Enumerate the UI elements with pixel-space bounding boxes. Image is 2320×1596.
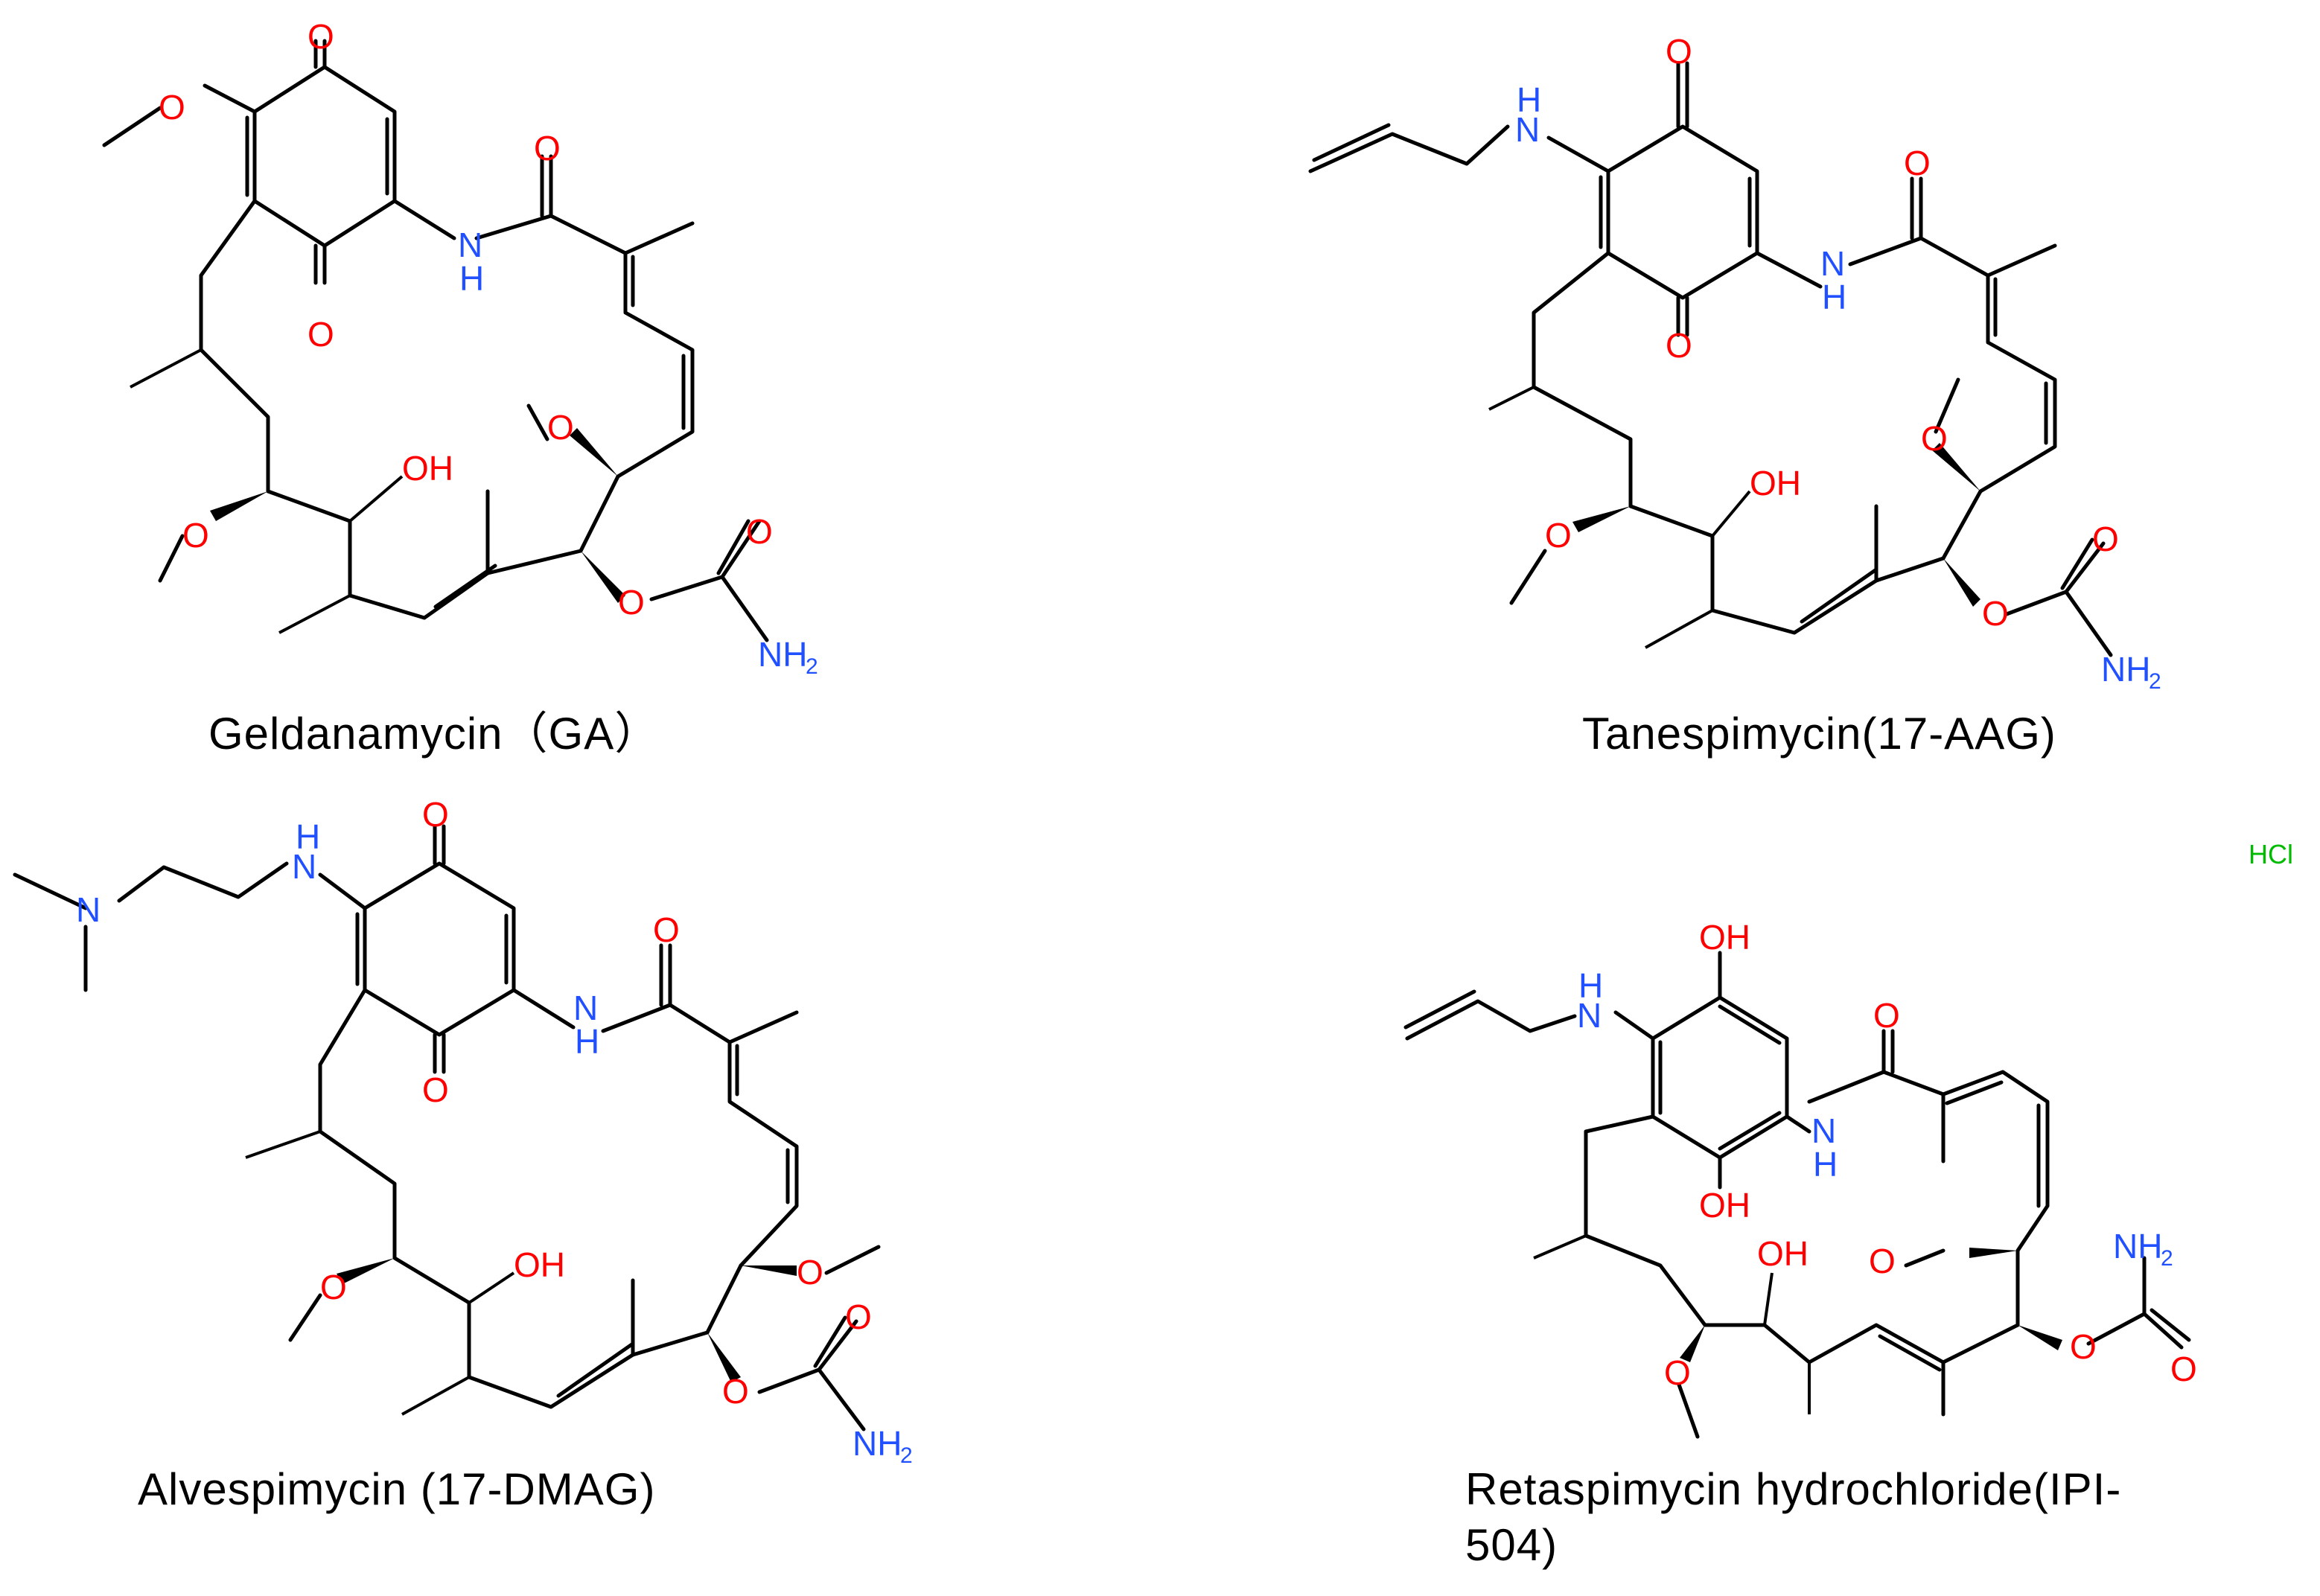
atom-label: N bbox=[458, 226, 482, 264]
atom-label: OH bbox=[1699, 918, 1750, 957]
atom-label: NH bbox=[853, 1424, 902, 1463]
atom-label: OH bbox=[514, 1245, 565, 1284]
atom-label: H bbox=[1822, 278, 1846, 316]
geldanamycin-structure: O O O O O O OH O O N H NH 2 bbox=[102, 17, 818, 679]
atom-label: H bbox=[575, 1022, 599, 1061]
atom-label: O bbox=[2092, 520, 2119, 558]
atom-label: O bbox=[1982, 594, 2009, 633]
atom-label: O bbox=[1921, 419, 1948, 458]
atom-label: O bbox=[1664, 1353, 1691, 1392]
atom-label: NH bbox=[758, 635, 807, 674]
atom-label: O bbox=[746, 512, 773, 551]
atom-label: H bbox=[296, 817, 320, 856]
atom-label: NH bbox=[2113, 1227, 2162, 1265]
atom-label: 2 bbox=[2149, 669, 2161, 694]
atom-label: N bbox=[1820, 244, 1845, 283]
atom-label: O bbox=[307, 315, 334, 354]
atom-label: N bbox=[1811, 1111, 1836, 1150]
atom-label: O bbox=[307, 17, 334, 56]
atom-label: H bbox=[1517, 80, 1541, 119]
atom-label: O bbox=[182, 516, 209, 555]
atom-label: O bbox=[1904, 144, 1931, 182]
alvespimycin-structure: O O O O OH O O O H N N N H NH 2 bbox=[13, 795, 913, 1468]
tanespimycin-structure: O O O O O OH O O H N N H NH 2 bbox=[1308, 32, 2161, 694]
hcl-salt-label: HCl bbox=[2249, 839, 2293, 869]
atom-label: O bbox=[618, 583, 645, 622]
atom-label: O bbox=[797, 1253, 823, 1292]
atom-label: O bbox=[722, 1372, 749, 1411]
atom-label: O bbox=[1869, 1242, 1896, 1280]
atom-label: OH bbox=[1757, 1234, 1808, 1273]
atom-label: OH bbox=[1750, 464, 1801, 502]
caption-retaspimycin-line1: Retaspimycin hydrochloride(IPI- bbox=[1465, 1464, 2122, 1514]
atom-label: O bbox=[1666, 32, 1692, 71]
caption-tanespimycin: Tanespimycin(17-AAG) bbox=[1582, 709, 2056, 759]
atom-label: O bbox=[534, 129, 561, 167]
atom-label: N bbox=[292, 847, 316, 886]
atom-label: O bbox=[2070, 1327, 2097, 1366]
atom-label: N bbox=[573, 989, 598, 1027]
atom-label: NH bbox=[2101, 650, 2150, 689]
retaspimycin-structure: OH OH OH O O O O O H N N H NH 2 bbox=[1403, 918, 2197, 1439]
atom-label: 2 bbox=[806, 654, 818, 679]
atom-label: O bbox=[653, 910, 680, 949]
atom-label: H bbox=[1578, 966, 1603, 1005]
atom-label: H bbox=[459, 259, 484, 298]
atom-label: H bbox=[1813, 1145, 1838, 1184]
atom-label: N bbox=[1515, 110, 1540, 149]
atom-label: OH bbox=[1699, 1186, 1750, 1225]
caption-geldanamycin: Geldanamycin（GA） bbox=[208, 709, 660, 759]
atom-label: O bbox=[845, 1297, 872, 1336]
atom-label: N bbox=[76, 890, 101, 929]
atom-label: O bbox=[1545, 516, 1572, 555]
atom-label: O bbox=[422, 1070, 449, 1109]
atom-label: 2 bbox=[900, 1443, 913, 1468]
atom-label: O bbox=[1666, 326, 1692, 365]
atom-label: O bbox=[547, 408, 574, 447]
atom-label: O bbox=[422, 795, 449, 834]
atom-label: 2 bbox=[2161, 1246, 2173, 1271]
atom-label: O bbox=[1873, 996, 1900, 1035]
caption-alvespimycin: Alvespimycin (17-DMAG) bbox=[138, 1464, 656, 1514]
atom-label: OH bbox=[402, 449, 453, 488]
caption-retaspimycin-line2: 504) bbox=[1465, 1520, 1558, 1570]
atom-label: O bbox=[320, 1268, 347, 1306]
atom-label: N bbox=[1577, 996, 1602, 1035]
atom-label: O bbox=[2170, 1350, 2197, 1388]
atom-label: O bbox=[159, 88, 185, 127]
